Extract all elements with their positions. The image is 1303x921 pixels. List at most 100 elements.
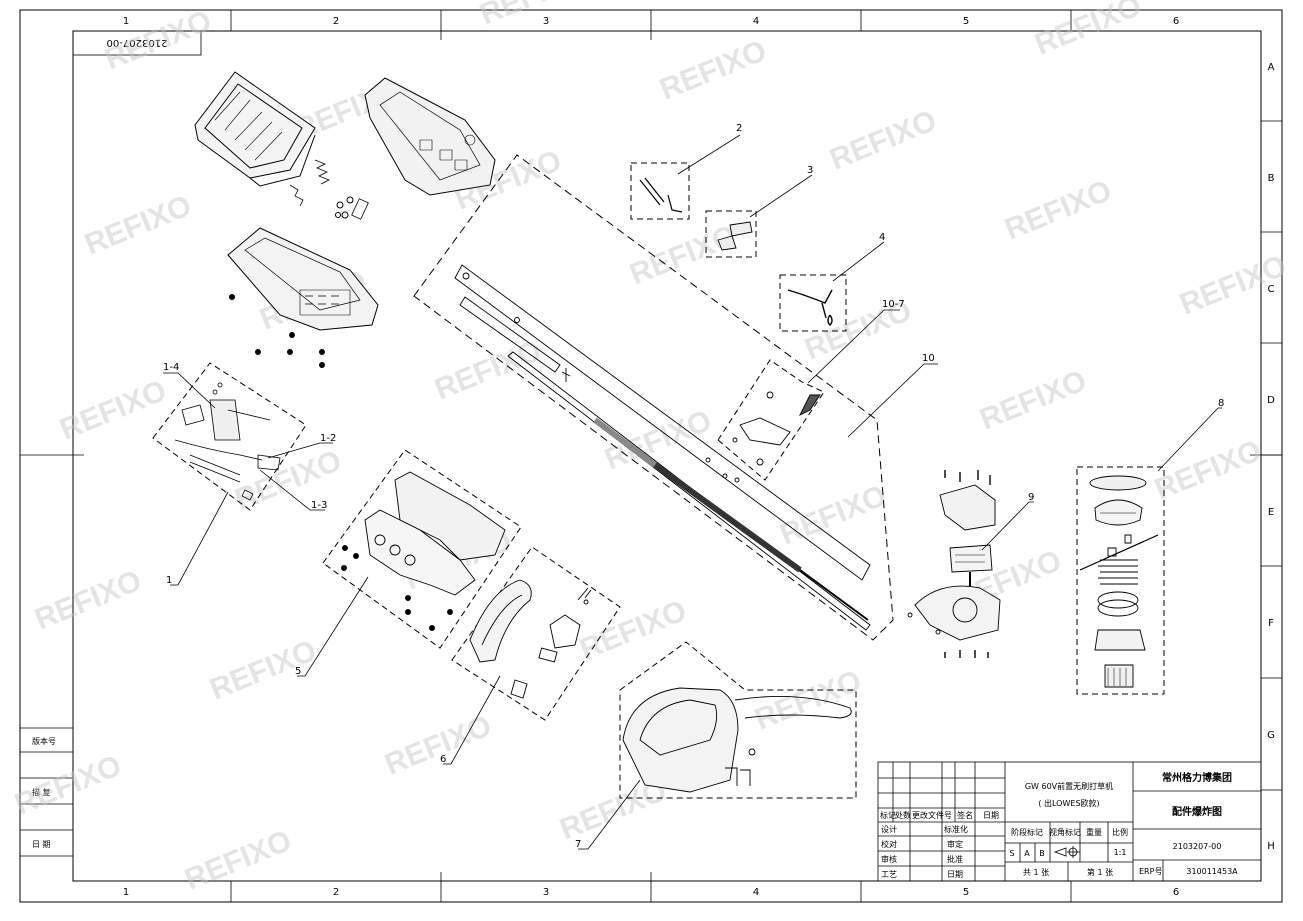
erp-label: ERP号 bbox=[1139, 867, 1162, 876]
erp-number: 310011453A bbox=[1186, 867, 1238, 876]
row-label: A bbox=[1268, 62, 1275, 73]
stage-a: A bbox=[1024, 849, 1030, 858]
projection-symbol bbox=[1053, 846, 1080, 858]
group-3-outline bbox=[705, 210, 757, 258]
group-10-7-outline bbox=[717, 359, 825, 481]
side-label: 版本号 bbox=[32, 736, 56, 746]
col-label-bottom: 3 bbox=[543, 887, 549, 898]
svg-text:REFIXO: REFIXO bbox=[205, 634, 321, 706]
group-5-outline bbox=[322, 449, 522, 649]
zone-dividers bbox=[20, 10, 1282, 902]
group-6-parts bbox=[469, 579, 592, 699]
rev-header-date: 日期 bbox=[983, 811, 999, 820]
row-label: H bbox=[1267, 841, 1275, 852]
svg-text:REFIXO: REFIXO bbox=[825, 104, 941, 176]
svg-text:REFIXO: REFIXO bbox=[1175, 249, 1291, 321]
row-labels: A B C D E F G H bbox=[1267, 62, 1275, 852]
callout-7: 7 bbox=[575, 839, 581, 850]
col-label-top: 3 bbox=[543, 16, 549, 27]
group-8-outline bbox=[1076, 466, 1165, 695]
svg-text:REFIXO: REFIXO bbox=[625, 219, 741, 291]
weight-label: 重量 bbox=[1086, 827, 1102, 837]
col-label-bottom: 6 bbox=[1173, 887, 1179, 898]
handle-housing-middle bbox=[227, 227, 379, 368]
corner-drawing-number: 2103207-00 bbox=[107, 37, 168, 48]
motor-housing-top-left bbox=[194, 71, 316, 187]
rev-header-mark: 标记 bbox=[880, 810, 896, 820]
col-label-top: 5 bbox=[963, 16, 969, 27]
group-2-outline bbox=[630, 162, 690, 220]
svg-text:REFIXO: REFIXO bbox=[975, 364, 1091, 436]
col-label-top: 4 bbox=[753, 16, 759, 27]
group-8-parts bbox=[1079, 475, 1159, 688]
callout-10-7: 10-7 bbox=[882, 299, 905, 310]
callout-10: 10 bbox=[922, 353, 935, 364]
product-name-line1: GW 60V前置无刷打草机 bbox=[1025, 781, 1113, 791]
row-label: B bbox=[1268, 173, 1275, 184]
role-approve-2: 批准 bbox=[947, 854, 963, 864]
role-review: 审核 bbox=[881, 854, 897, 864]
row-label: F bbox=[1268, 618, 1274, 629]
product-name-line2: ( 出LOWES欧款) bbox=[1038, 798, 1099, 808]
group-5-parts bbox=[341, 471, 506, 631]
col-label-bottom: 2 bbox=[333, 887, 339, 898]
role-approve-1: 审定 bbox=[947, 839, 963, 849]
callout-3: 3 bbox=[807, 165, 813, 176]
svg-text:REFIXO: REFIXO bbox=[10, 749, 126, 821]
row-label: E bbox=[1268, 507, 1274, 518]
left-side-labels: 版本号 描 复 日 期 bbox=[32, 736, 56, 849]
svg-text:REFIXO: REFIXO bbox=[775, 479, 891, 551]
small-springs bbox=[289, 159, 369, 220]
projection-label: 视角标记 bbox=[1049, 827, 1081, 837]
scale-label: 比例 bbox=[1112, 827, 1128, 837]
callout-9: 9 bbox=[1028, 492, 1034, 503]
group-4-part bbox=[787, 289, 833, 326]
role-design: 设计 bbox=[881, 824, 897, 834]
row-label: C bbox=[1268, 284, 1275, 295]
shaft-parts bbox=[454, 264, 871, 631]
title-block bbox=[877, 761, 1262, 882]
svg-text:REFIXO: REFIXO bbox=[30, 564, 146, 636]
role-check: 校对 bbox=[881, 839, 897, 849]
leader-lines bbox=[163, 134, 1222, 850]
svg-text:REFIXO: REFIXO bbox=[655, 34, 771, 106]
group-4-outline bbox=[779, 274, 847, 332]
drawing-number: 2103207-00 bbox=[1173, 842, 1222, 851]
sheet-current: 第 1 张 bbox=[1087, 867, 1113, 877]
title-block-text: GW 60V前置无刷打草机 ( 出LOWES欧款) 常州格力博集团 配件爆炸图 … bbox=[880, 771, 1238, 879]
role-process: 工艺 bbox=[881, 870, 897, 879]
parts-linework bbox=[152, 71, 1222, 850]
col-label-top: 1 bbox=[123, 16, 129, 27]
svg-text:REFIXO: REFIXO bbox=[230, 444, 346, 516]
group-10-7-parts bbox=[732, 391, 821, 466]
side-label: 描 复 bbox=[32, 787, 51, 797]
group-10-outline bbox=[413, 154, 894, 641]
stage-b: B bbox=[1039, 849, 1045, 858]
stage-s: S bbox=[1009, 849, 1014, 858]
group-6-outline bbox=[451, 546, 621, 721]
col-label-bottom: 1 bbox=[123, 887, 129, 898]
col-label-bottom: 5 bbox=[963, 887, 969, 898]
col-label-top: 2 bbox=[333, 16, 339, 27]
svg-text:REFIXO: REFIXO bbox=[1000, 174, 1116, 246]
role-date: 日期 bbox=[947, 870, 963, 879]
svg-text:REFIXO: REFIXO bbox=[180, 824, 296, 896]
svg-text:REFIXO: REFIXO bbox=[380, 709, 496, 781]
callout-8: 8 bbox=[1218, 398, 1224, 409]
callout-4: 4 bbox=[879, 232, 885, 243]
company-name: 常州格力博集团 bbox=[1162, 771, 1232, 784]
row-label: G bbox=[1267, 730, 1275, 741]
group-7-parts bbox=[622, 687, 852, 793]
callout-2: 2 bbox=[736, 123, 742, 134]
drawing-type: 配件爆炸图 bbox=[1172, 805, 1222, 818]
callout-labels: 1 1-2 1-3 1-4 2 3 4 5 6 7 8 9 10 10-7 bbox=[163, 123, 1224, 850]
column-labels: 1 2 3 4 5 6 1 2 3 4 5 6 bbox=[123, 16, 1179, 898]
svg-text:REFIXO: REFIXO bbox=[430, 334, 546, 406]
motor-housing-top-right bbox=[364, 77, 496, 196]
inner-border bbox=[72, 30, 1262, 882]
role-standard: 标准化 bbox=[944, 824, 968, 834]
group-2-part bbox=[639, 177, 683, 213]
callout-1-4: 1-4 bbox=[163, 362, 179, 373]
group-7-outline bbox=[619, 641, 857, 799]
